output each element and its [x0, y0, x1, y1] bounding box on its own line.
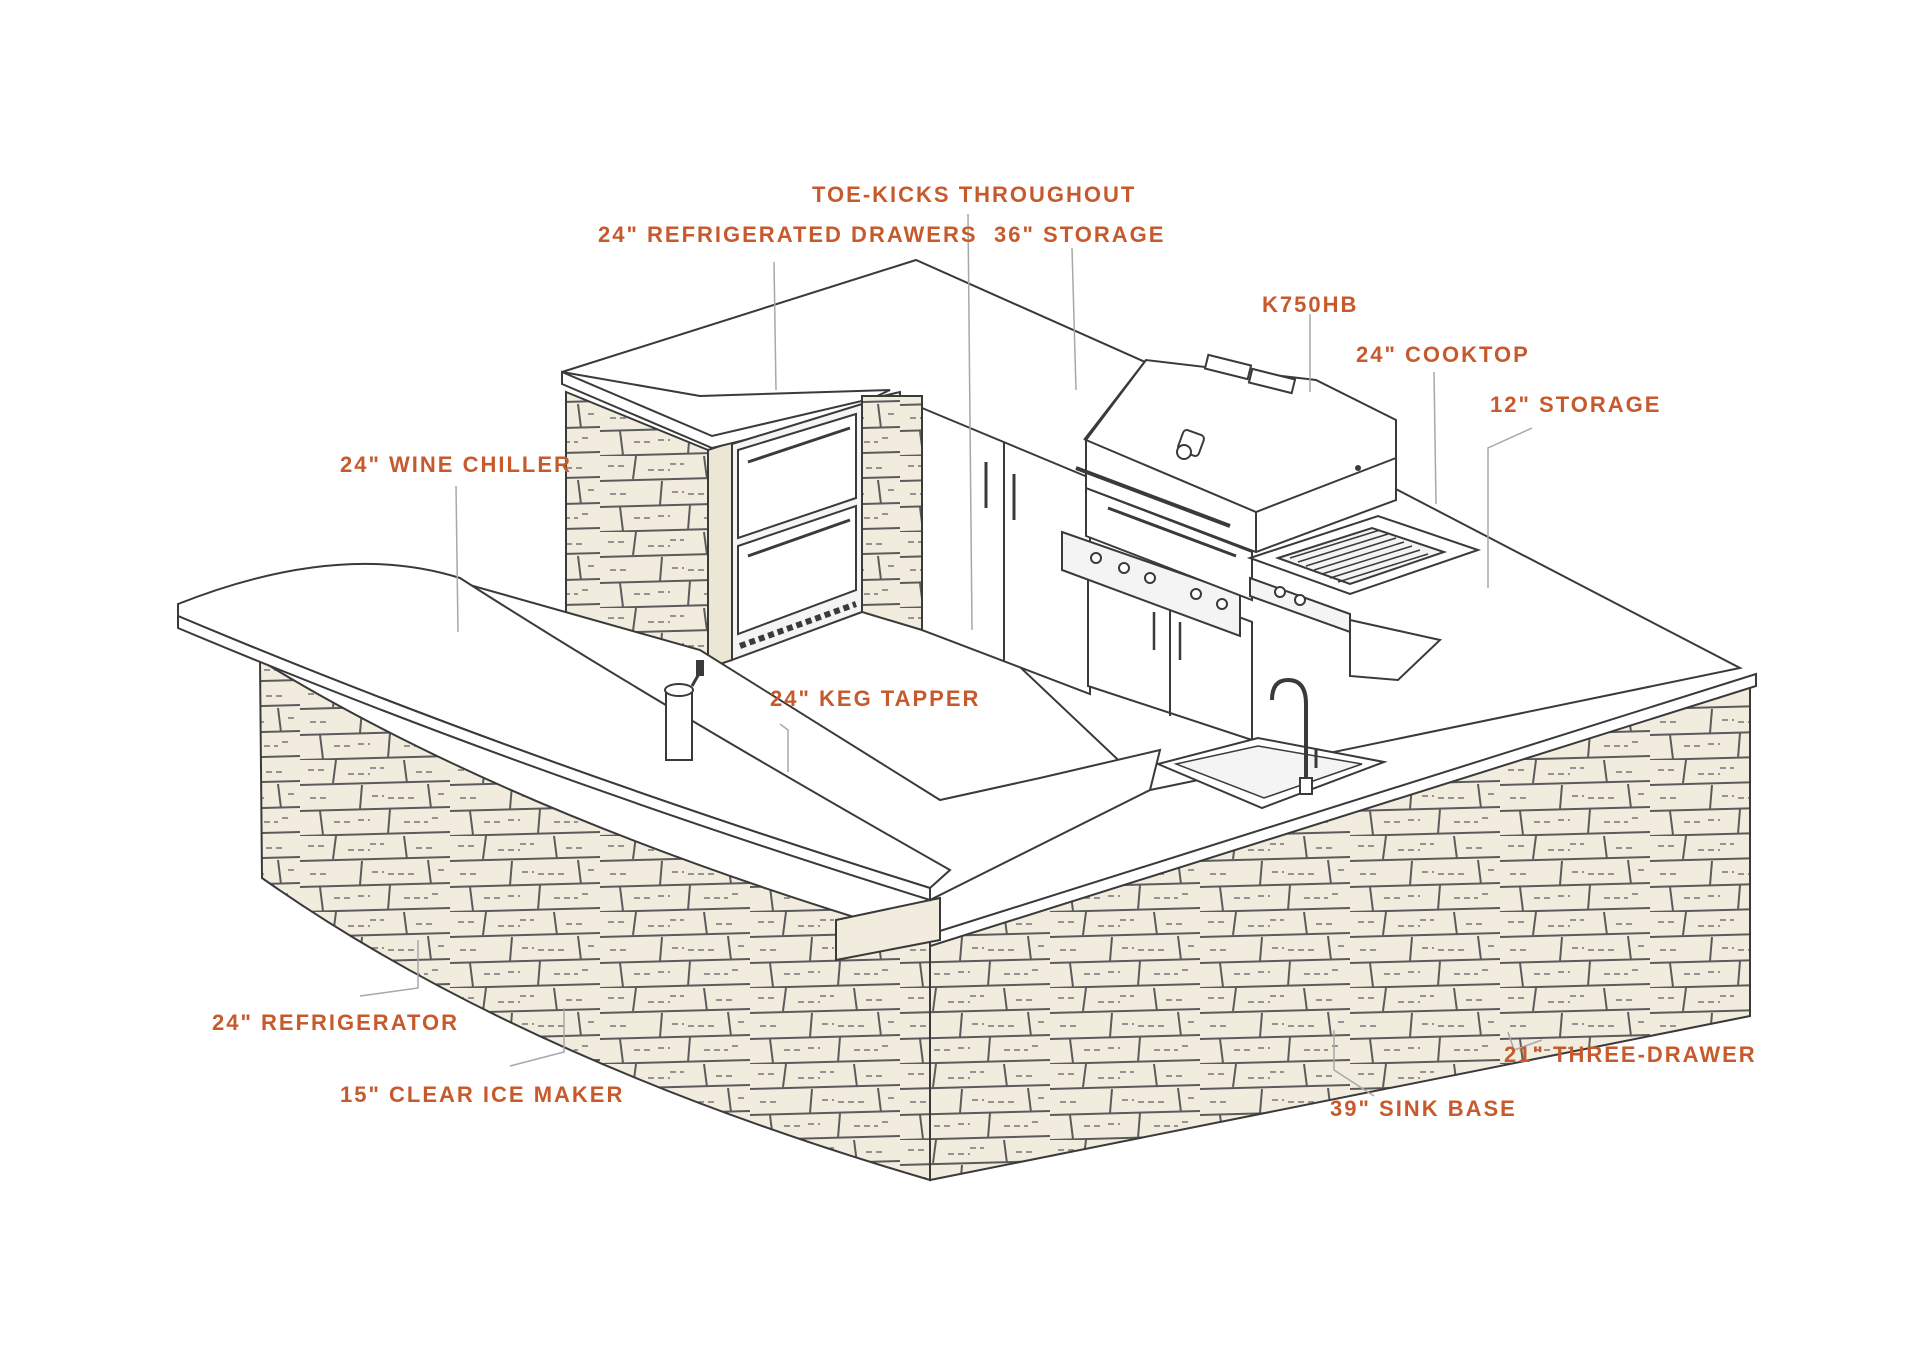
label-wine-chiller: 24" WINE CHILLER — [340, 452, 572, 477]
grill-hood — [1085, 358, 1397, 554]
label-cooktop: 24" COOKTOP — [1356, 342, 1530, 367]
label-ice-maker: 15" CLEAR ICE MAKER — [340, 1082, 625, 1107]
leader-storage-36 — [1071, 247, 1077, 391]
grill-icon — [1061, 353, 1397, 742]
label-grill-model: K750HB — [1262, 292, 1359, 317]
label-storage-36: 36" STORAGE — [994, 222, 1166, 247]
leader-toe-kicks — [967, 213, 973, 631]
leader-sink-base — [1333, 1030, 1375, 1097]
refrigerated-drawers-unit — [731, 402, 863, 662]
cooktop-icon — [1246, 514, 1482, 682]
label-toe-kicks: TOE-KICKS THROUGHOUT — [812, 182, 1137, 207]
label-refrigerated-drawers: 24" REFRIGERATED DRAWERS — [598, 222, 978, 247]
label-refrigerator: 24" REFRIGERATOR — [212, 1010, 459, 1035]
leader-refrigerated-drawers — [773, 261, 777, 391]
leader-storage-12 — [1487, 427, 1533, 588]
storage-36-doors — [921, 406, 1091, 696]
faucet-icon — [1270, 677, 1318, 795]
leader-ice-maker — [509, 1008, 565, 1067]
leader-refrigerator — [359, 940, 419, 997]
back-stone-pillar — [861, 395, 923, 632]
curved-bar — [177, 562, 1162, 1182]
left-stone-front — [258, 658, 931, 1182]
leader-wine-chiller — [455, 485, 459, 633]
keg-tap-icon — [664, 660, 704, 761]
label-keg-tapper: 24" KEG TAPPER — [770, 686, 981, 711]
drawer-upper — [737, 412, 857, 540]
leader-three-drawer — [1507, 1031, 1543, 1051]
sink-icon — [1154, 677, 1388, 810]
drawer-lower — [737, 504, 857, 636]
leader-cooktop — [1433, 371, 1437, 505]
label-sink-base: 39" SINK BASE — [1330, 1096, 1517, 1121]
leader-lines — [359, 213, 1543, 1097]
leader-keg-tapper — [779, 723, 789, 772]
label-storage-12: 12" STORAGE — [1490, 392, 1662, 417]
label-three-drawer: 21" THREE-DRAWER — [1504, 1042, 1757, 1067]
